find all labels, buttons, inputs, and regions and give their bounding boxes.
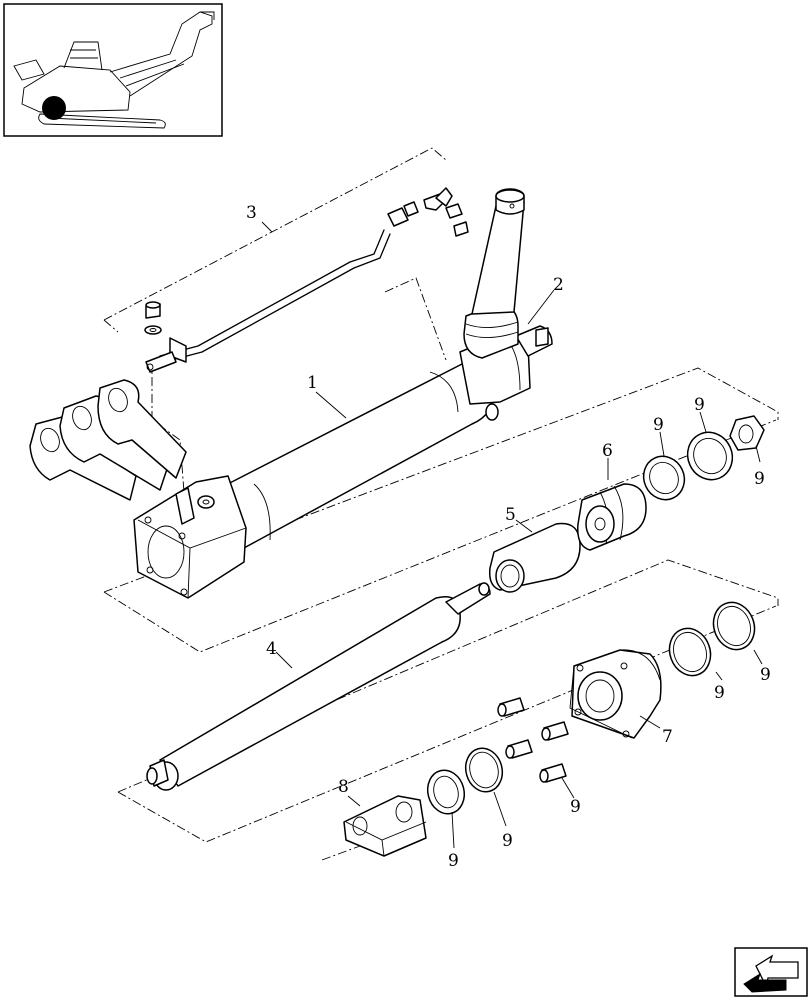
seal-ring-a (642, 455, 686, 501)
rod-gland-7 (569, 649, 662, 739)
kit-bracket-3 (103, 147, 447, 321)
callout-9: 9 (448, 851, 459, 871)
callout-6: 6 (602, 441, 613, 461)
callout-9: 9 (570, 797, 581, 817)
lock-nut (729, 415, 765, 451)
callout-9: 9 (754, 469, 765, 489)
seal-ring-b (686, 431, 734, 481)
piston-6 (577, 483, 647, 551)
callout-9: 9 (760, 665, 771, 685)
machine-thumbnail[interactable] (3, 3, 223, 137)
o-ring-d (712, 601, 756, 651)
callout-7: 7 (662, 727, 673, 747)
cylinder-barrel (29, 188, 553, 599)
kit-bracket-4 (117, 559, 779, 793)
next-page-arrow-icon[interactable] (734, 947, 808, 997)
cap-screws (497, 697, 569, 783)
harvester-icon (13, 11, 215, 129)
callout-1: 1 (307, 373, 318, 393)
kit-bracket-1 (103, 367, 779, 593)
callout-9: 9 (714, 683, 725, 703)
rod-clevis-8 (343, 795, 427, 857)
o-ring-c (668, 627, 712, 677)
callout-9: 9 (694, 395, 705, 415)
hydraulic-tube (144, 187, 469, 373)
piston-rod (146, 582, 491, 791)
o-ring-e (464, 747, 504, 793)
callout-9: 9 (502, 831, 513, 851)
callout-8: 8 (338, 777, 349, 797)
wiper-ring (426, 769, 466, 815)
callout-3: 3 (246, 203, 257, 223)
callout-4: 4 (266, 639, 277, 659)
callout-9: 9 (653, 415, 664, 435)
bushing-5 (488, 522, 581, 593)
callout-2: 2 (553, 275, 564, 295)
callout-5: 5 (505, 505, 516, 525)
